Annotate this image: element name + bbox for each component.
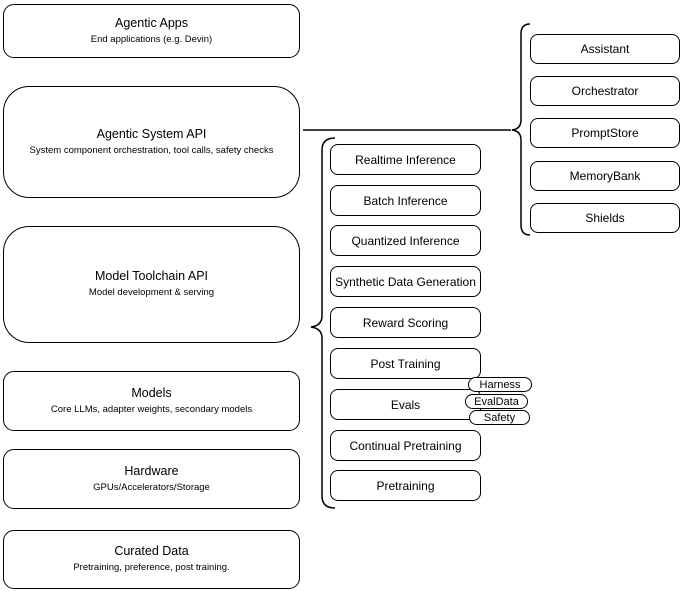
tag-evaldata: EvalData	[465, 394, 528, 409]
box-agentic-system-api-subtitle: System component orchestration, tool cal…	[29, 144, 274, 156]
box-models: Models Core LLMs, adapter weights, secon…	[3, 371, 300, 431]
box-evals: Evals	[330, 389, 481, 420]
box-shields: Shields	[530, 203, 680, 233]
box-realtime-inference: Realtime Inference	[330, 144, 481, 175]
box-hardware-title: Hardware	[124, 463, 179, 478]
box-reward-scoring: Reward Scoring	[330, 307, 481, 338]
box-orchestrator: Orchestrator	[530, 76, 680, 106]
box-agentic-apps-subtitle: End applications (e.g. Devin)	[90, 33, 213, 45]
box-agentic-system-api: Agentic System API System component orch…	[3, 86, 300, 198]
box-continual-pretraining: Continual Pretraining	[330, 430, 481, 461]
box-curated-data-subtitle: Pretraining, preference, post training.	[73, 562, 230, 574]
box-hardware: Hardware GPUs/Accelerators/Storage	[3, 449, 300, 509]
box-synthetic-data-generation: Synthetic Data Generation	[330, 266, 481, 297]
tag-harness: Harness	[468, 377, 532, 392]
box-memorybank: MemoryBank	[530, 161, 680, 191]
box-model-toolchain-api: Model Toolchain API Model development & …	[3, 226, 300, 343]
box-agentic-apps-title: Agentic Apps	[115, 15, 188, 30]
box-assistant: Assistant	[530, 34, 680, 64]
box-hardware-subtitle: GPUs/Accelerators/Storage	[93, 481, 210, 493]
box-agentic-apps: Agentic Apps End applications (e.g. Devi…	[3, 4, 300, 58]
box-models-title: Models	[131, 385, 172, 400]
box-quantized-inference: Quantized Inference	[330, 225, 481, 256]
box-curated-data: Curated Data Pretraining, preference, po…	[3, 530, 300, 589]
box-agentic-system-api-title: Agentic System API	[96, 126, 207, 141]
box-batch-inference: Batch Inference	[330, 185, 481, 216]
middle-group-brace	[310, 137, 336, 509]
box-pretraining: Pretraining	[330, 470, 481, 501]
box-promptstore: PromptStore	[530, 118, 680, 148]
box-model-toolchain-api-title: Model Toolchain API	[94, 269, 209, 284]
box-model-toolchain-api-subtitle: Model development & serving	[88, 287, 215, 299]
box-models-subtitle: Core LLMs, adapter weights, secondary mo…	[50, 403, 253, 415]
box-post-training: Post Training	[330, 348, 481, 379]
right-group-brace	[511, 23, 531, 236]
tag-safety: Safety	[469, 410, 530, 425]
box-curated-data-title: Curated Data	[114, 544, 189, 559]
